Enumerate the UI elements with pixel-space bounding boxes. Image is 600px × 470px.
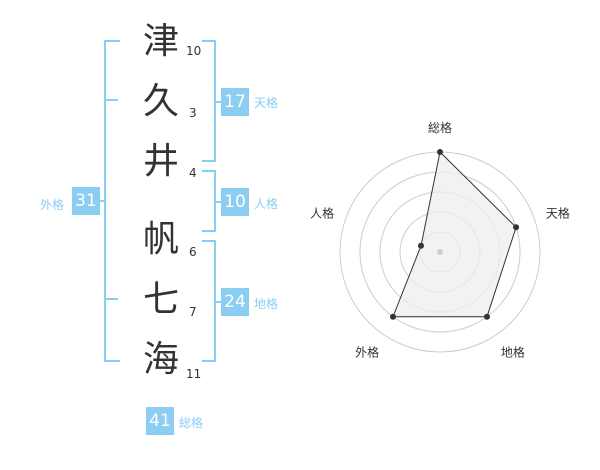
- radar-point-5: [418, 242, 424, 249]
- gaikaku-bracket: [104, 40, 120, 362]
- tenkaku-label: 天格: [254, 96, 279, 110]
- name-char-5: 七: [142, 279, 179, 320]
- radar-axis-label-2: 天格: [546, 206, 570, 221]
- stroke-count-2: 3: [189, 106, 197, 120]
- gaikaku-bracket-tick: [104, 298, 118, 300]
- jinkaku-badge: 10: [221, 188, 249, 216]
- jinkaku-label: 人格: [254, 197, 279, 211]
- name-char-2: 久: [142, 81, 179, 122]
- radar-axis-label-5: 人格: [310, 206, 334, 221]
- tenkaku-bracket-connector: [214, 101, 222, 103]
- name-char-3: 井: [142, 141, 179, 182]
- stroke-count-5: 7: [189, 305, 197, 319]
- gaikaku-bracket-tick: [104, 99, 118, 101]
- radar-area: [392, 150, 517, 318]
- radar-point-4: [390, 313, 396, 320]
- radar-axis-label-1: 総格: [428, 120, 452, 135]
- radar-axis-label-3: 地格: [501, 344, 525, 359]
- gaikaku-label: 外格: [40, 198, 65, 212]
- soukaku-badge: 41: [146, 407, 174, 435]
- chikaku-badge: 24: [221, 288, 249, 316]
- radar-point-3: [484, 313, 490, 320]
- tenkaku-badge: 17: [221, 88, 249, 116]
- stroke-count-3: 4: [189, 166, 197, 180]
- radar-point-2: [513, 224, 520, 231]
- stroke-count-4: 6: [189, 245, 197, 259]
- jinkaku-bracket-connector: [214, 201, 222, 203]
- stroke-count-1: 10: [186, 44, 202, 58]
- radar-center: [437, 249, 443, 255]
- gaikaku-badge: 31: [72, 187, 100, 215]
- stroke-count-6: 11: [186, 367, 202, 381]
- radar-axis-label-4: 外格: [355, 344, 379, 359]
- radar-points: [390, 149, 520, 320]
- chikaku-label: 地格: [254, 297, 279, 311]
- soukaku-label: 総格: [179, 416, 204, 430]
- name-char-4: 帆: [142, 219, 179, 260]
- chikaku-bracket-connector: [214, 301, 222, 303]
- radar-point-1: [437, 149, 443, 155]
- name-char-6: 海: [142, 339, 179, 380]
- name-char-1: 津: [142, 21, 179, 62]
